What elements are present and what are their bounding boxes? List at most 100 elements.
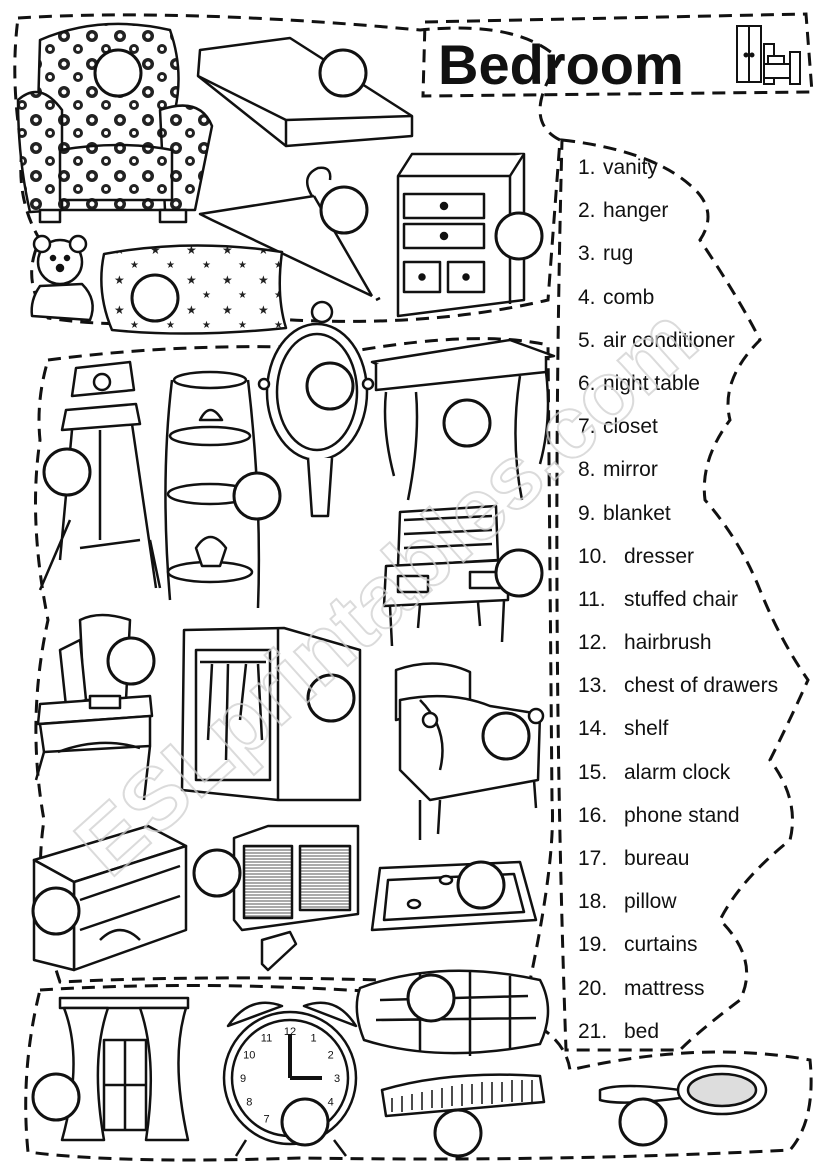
answer-circle[interactable] <box>618 1097 668 1147</box>
answer-circle[interactable] <box>306 673 356 723</box>
vocabulary-word: curtains <box>624 933 698 957</box>
title-block: Bedroom <box>438 25 801 96</box>
closet-picture <box>180 626 362 802</box>
small-bed-icon <box>763 43 801 85</box>
vocabulary-number: 20. <box>578 976 608 1000</box>
vocabulary-word: blanket <box>603 501 671 525</box>
answer-circle[interactable] <box>456 860 506 910</box>
vocabulary-word: shelf <box>624 717 669 741</box>
vocabulary-number: 13. <box>578 674 608 698</box>
vocabulary-item: 3.rug <box>578 236 818 279</box>
vocabulary-item: 13. chest of drawers <box>578 668 818 711</box>
answer-circle[interactable] <box>232 471 282 521</box>
vocabulary-number: 17. <box>578 847 608 870</box>
vocabulary-number: 6. <box>578 371 596 395</box>
vocabulary-item: 5. air conditioner <box>578 323 818 366</box>
answer-circle[interactable] <box>31 886 81 936</box>
vocabulary-item: 14. shelf <box>578 711 818 754</box>
answer-circle[interactable] <box>305 361 355 411</box>
vocabulary-number: 12. <box>578 631 608 655</box>
vocabulary-number: 8. <box>578 458 596 482</box>
clock-numeral: 3 <box>334 1073 340 1085</box>
comb-picture <box>380 1073 546 1118</box>
answer-circle[interactable] <box>42 447 92 497</box>
vocabulary-item: 21. bed <box>578 1014 818 1057</box>
vocabulary-number: 19. <box>578 933 608 957</box>
vocabulary-word: vanity <box>603 156 658 179</box>
answer-circle[interactable] <box>442 398 492 448</box>
mattress-picture <box>196 36 414 148</box>
vocabulary-word: pillow <box>624 890 677 914</box>
clock-numeral: 9 <box>240 1073 246 1085</box>
vocabulary-number: 3. <box>578 242 596 266</box>
answer-circle[interactable] <box>319 185 369 235</box>
vocabulary-word: closet <box>603 415 658 439</box>
vocabulary-word: hairbrush <box>624 631 712 655</box>
answer-circle[interactable] <box>192 848 242 898</box>
vocabulary-word: hanger <box>603 199 669 223</box>
answer-circle[interactable] <box>494 211 544 261</box>
answer-circle[interactable] <box>318 48 368 98</box>
answer-circle[interactable] <box>406 973 456 1023</box>
vocabulary-number: 4. <box>578 285 596 309</box>
answer-circle[interactable] <box>93 48 143 98</box>
answer-circle[interactable] <box>494 548 544 598</box>
answer-circle[interactable] <box>433 1108 483 1158</box>
clock-numeral: 2 <box>328 1050 334 1062</box>
vocabulary-word: chest of drawers <box>624 674 779 698</box>
vocabulary-item: 16. phone stand <box>578 798 818 841</box>
vocabulary-number: 14. <box>578 717 608 741</box>
vocabulary-number: 11. <box>578 587 606 611</box>
clock-numeral: 8 <box>246 1097 252 1109</box>
vocabulary-item: 10. dresser <box>578 539 818 582</box>
night-table-picture <box>370 338 556 501</box>
vocabulary-number: 5. <box>578 328 596 352</box>
vocabulary-word: air conditioner <box>603 328 735 352</box>
vocabulary-word: phone stand <box>624 803 740 827</box>
teddy-bear-picture <box>30 234 94 322</box>
clock-numeral: 7 <box>263 1114 269 1126</box>
vocabulary-item: 8.mirror <box>578 452 818 495</box>
pillow-picture <box>100 244 288 335</box>
answer-circle[interactable] <box>31 1072 81 1122</box>
answer-circle[interactable] <box>280 1097 330 1147</box>
stuffed-chair-picture <box>16 22 214 224</box>
vocabulary-number: 15. <box>578 760 608 784</box>
vocabulary-number: 7. <box>578 415 596 439</box>
blanket-picture <box>355 969 550 1056</box>
vocabulary-word: stuffed chair <box>624 587 739 611</box>
vocabulary-item: 9. blanket <box>578 496 818 539</box>
vocabulary-item: 20. mattress <box>578 971 818 1014</box>
wardrobe-icon <box>736 25 762 83</box>
vocabulary-item: 4.comb <box>578 280 818 323</box>
vocabulary-word: bureau <box>624 847 690 870</box>
vocabulary-item: 6.night table <box>578 366 818 409</box>
answer-circle[interactable] <box>481 711 531 761</box>
dashed-outline-wordlist <box>555 138 810 1052</box>
hairbrush-picture <box>598 1064 768 1116</box>
vocabulary-number: 16. <box>578 803 608 827</box>
vocabulary-item: 15. alarm clock <box>578 755 818 798</box>
chest-of-drawers-picture <box>396 152 526 318</box>
vocabulary-number: 9. <box>578 501 596 525</box>
clock-numeral: 10 <box>243 1050 255 1062</box>
vocabulary-number: 21. <box>578 1019 608 1043</box>
vocabulary-word: dresser <box>624 544 695 568</box>
vocabulary-word: bed <box>624 1019 660 1043</box>
vocabulary-item: 17. bureau <box>578 841 818 884</box>
answer-circle[interactable] <box>130 273 180 323</box>
vocabulary-number: 18. <box>578 890 608 914</box>
vocabulary-word: mattress <box>624 976 705 1000</box>
vocabulary-word: alarm clock <box>624 760 731 784</box>
vocabulary-number: 10. <box>578 544 608 568</box>
page-title: Bedroom <box>438 33 684 96</box>
rug-picture <box>370 860 538 932</box>
clock-numeral: 11 <box>261 1032 272 1044</box>
bureau-picture <box>382 504 510 647</box>
vocabulary-item: 1. vanity <box>578 150 818 193</box>
vocabulary-item: 19. curtains <box>578 927 818 970</box>
vocabulary-number: 1. <box>578 156 596 179</box>
answer-circle[interactable] <box>106 636 156 686</box>
